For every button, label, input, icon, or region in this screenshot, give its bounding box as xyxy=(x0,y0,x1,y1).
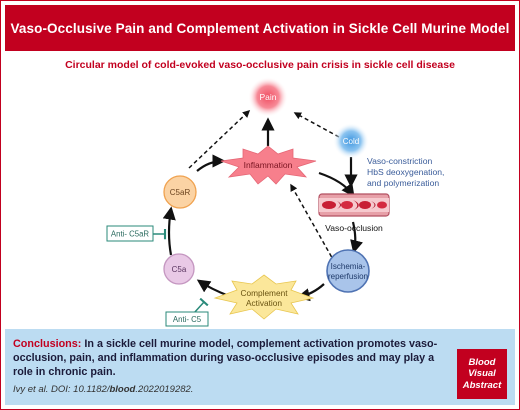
dashed-cold-to-pain xyxy=(293,112,340,138)
arrow-c5ar-to-inflammation xyxy=(196,154,226,172)
dashed-ischemia-to-inflammation xyxy=(290,183,336,264)
conclusions-body: In a sickle cell murine model, complemen… xyxy=(13,338,438,378)
pain-label: Pain xyxy=(259,92,276,102)
inhibitor-anti-c5 xyxy=(193,297,209,314)
ischemia-reperfusion-node: Ischemia- reperfusion xyxy=(326,249,370,293)
conclusions-text: Conclusions: In a sickle cell murine mod… xyxy=(13,337,443,379)
citation: Ivy et al. DOI: 10.1182/blood.2022019282… xyxy=(13,384,193,395)
diagram-subtitle: Circular model of cold-evoked vaso-occlu… xyxy=(65,59,455,71)
cold-label: Cold xyxy=(343,137,359,146)
conclusions-panel: Conclusions: In a sickle cell murine mod… xyxy=(5,329,515,405)
cold-effect-line3: and polymerization xyxy=(367,178,439,188)
cold-node: Cold xyxy=(333,123,369,159)
arrow-inflammation-to-vaso xyxy=(318,171,355,198)
complement-label-line1: Complement xyxy=(240,288,288,298)
citation-suffix: .2022019282. xyxy=(135,384,194,395)
anti-c5-label: Anti- C5 xyxy=(173,315,202,324)
vaso-occlusion-label: Vaso-occlusion xyxy=(325,223,383,233)
pain-node: Pain xyxy=(248,77,288,117)
citation-highlight: blood xyxy=(109,384,136,395)
badge-line1: Blood xyxy=(468,356,496,368)
ischemia-label-line2: reperfusion xyxy=(328,272,368,281)
anti-c5ar-box: Anti- C5aR xyxy=(106,225,154,242)
arrow-c5a-to-c5ar xyxy=(162,206,176,256)
badge-line2: Visual xyxy=(468,368,496,380)
c5ar-label: C5aR xyxy=(170,188,191,197)
inflammation-label: Inflammation xyxy=(244,160,293,170)
arrow-vaso-to-ischemia xyxy=(350,221,363,254)
inflammation-node: Inflammation xyxy=(220,145,317,185)
header-bar: Vaso-Occlusive Pain and Complement Activ… xyxy=(5,5,515,51)
c5a-node: C5a xyxy=(163,253,195,285)
arrow-complement-to-c5a xyxy=(196,279,230,298)
ischemia-label-line1: Ischemia- xyxy=(331,262,366,271)
conclusions-heading: Conclusions: xyxy=(13,338,82,350)
cycle-diagram: Pain Cold Vaso-constriction HbS deoxygen… xyxy=(106,77,444,327)
cold-effect-line1: Vaso-constriction xyxy=(367,156,432,166)
citation-prefix: Ivy et al. DOI: 10.1182/ xyxy=(13,384,110,395)
cold-effect-line2: HbS deoxygenation, xyxy=(367,167,444,177)
c5a-label: C5a xyxy=(172,265,187,274)
anti-c5-box: Anti- C5 xyxy=(165,311,209,327)
anti-c5ar-label: Anti- C5aR xyxy=(111,230,150,239)
badge-line3: Abstract xyxy=(462,379,502,391)
complement-label-line2: Activation xyxy=(246,298,282,308)
blood-visual-abstract-badge: Blood Visual Abstract xyxy=(457,349,507,399)
header-title: Vaso-Occlusive Pain and Complement Activ… xyxy=(10,20,510,36)
c5ar-node: C5aR xyxy=(163,175,197,209)
blood-vessel-illustration xyxy=(318,193,390,217)
complement-activation-node: Complement Activation xyxy=(213,274,315,320)
